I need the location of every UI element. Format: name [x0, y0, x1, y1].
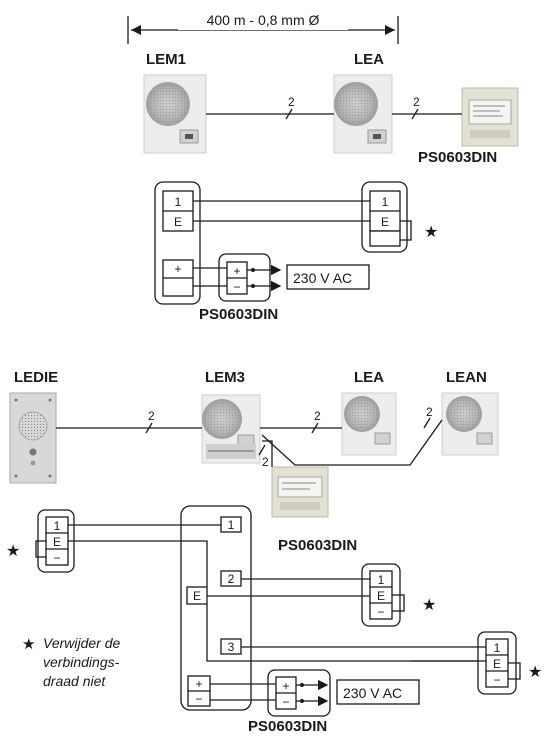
note-line-1: Verwijder de: [43, 635, 121, 651]
lem3-device: [201, 394, 261, 464]
mains-label-top: 230 V AC: [293, 270, 352, 286]
lem3-term-plus: +: [195, 677, 202, 691]
distance-label: 400 m - 0,8 mm Ø: [207, 12, 320, 28]
lea-term-1: 1: [382, 195, 389, 209]
lem1-label: LEM1: [146, 51, 186, 68]
lean-device: [441, 392, 499, 456]
wire-count-psu: 2: [262, 455, 269, 469]
lea-term-e: E: [381, 215, 389, 229]
psu-term-plus: +: [233, 264, 240, 278]
lem3-label: LEM3: [205, 369, 245, 386]
wire-count-ledie: 2: [148, 409, 155, 423]
lem1-term-1: 1: [175, 195, 182, 209]
lem1-device: [143, 74, 207, 154]
ledie-term-e: E: [53, 535, 61, 549]
psu-term-minus: −: [233, 280, 240, 294]
psu-label-top: PS0603DIN: [418, 149, 497, 166]
bottom-bus-wires: 2 2 2 2: [56, 405, 443, 469]
lean-term-1: 1: [494, 641, 501, 655]
wire-count-lea: 2: [314, 409, 321, 423]
lea-label-bottom: LEA: [354, 369, 384, 386]
lea-bottom-term-e: E: [377, 589, 385, 603]
lea-device-bottom: [341, 392, 397, 456]
note-star: ★: [22, 636, 35, 653]
ledie-device: [9, 392, 57, 484]
lem3-term-e: E: [193, 589, 201, 603]
lem1-term-e: E: [174, 215, 182, 229]
lean-term-e: E: [493, 657, 501, 671]
lea-device: [333, 74, 393, 154]
distance-dimension: 400 m - 0,8 mm Ø: [127, 12, 399, 44]
note-line-2: verbindings-: [43, 654, 120, 670]
ledie-term-minus: −: [53, 551, 60, 565]
top-bus-wires: 2 2: [206, 95, 462, 120]
lem3-term-minus: −: [195, 692, 202, 706]
lea-label: LEA: [354, 51, 384, 68]
psu-bottom-term-minus: −: [282, 695, 289, 709]
lea-bottom-term-minus: −: [377, 605, 384, 619]
star-top: ★: [424, 224, 438, 241]
psu-device: [461, 87, 519, 147]
channel-2: 2: [228, 572, 235, 586]
star-lean: ★: [528, 664, 542, 681]
lean-label: LEAN: [446, 369, 487, 386]
lem1-term-plus: +: [174, 262, 181, 276]
wire-count-lean: 2: [426, 405, 433, 419]
psu-label-bottom: PS0603DIN: [278, 537, 357, 554]
ledie-term-1: 1: [54, 519, 61, 533]
star-lea: ★: [422, 597, 436, 614]
channel-1: 1: [228, 518, 235, 532]
bottom-schematic: 1 E − ★ 1 2 E 3 + − 1 E − ★: [6, 505, 542, 735]
star-ledie: ★: [6, 543, 20, 560]
ledie-label: LEDIE: [14, 369, 58, 386]
lea-bottom-term-1: 1: [378, 573, 385, 587]
top-schematic: 1 E + 1 E ★ + − 230 V AC PS0603DIN: [154, 181, 438, 323]
wire-count-2: 2: [413, 95, 420, 109]
note-line-3: draad niet: [43, 673, 106, 689]
channel-3: 3: [228, 640, 235, 654]
psu-box-label-top: PS0603DIN: [199, 306, 278, 323]
psu-box-label-bottom: PS0603DIN: [248, 718, 327, 735]
note: ★ Verwijder de verbindings- draad niet: [22, 635, 121, 689]
lean-term-minus: −: [493, 673, 500, 687]
psu-device-bottom: [271, 466, 329, 518]
mains-label-bottom: 230 V AC: [343, 685, 402, 701]
psu-bottom-term-plus: +: [282, 679, 289, 693]
wire-count-1: 2: [288, 95, 295, 109]
